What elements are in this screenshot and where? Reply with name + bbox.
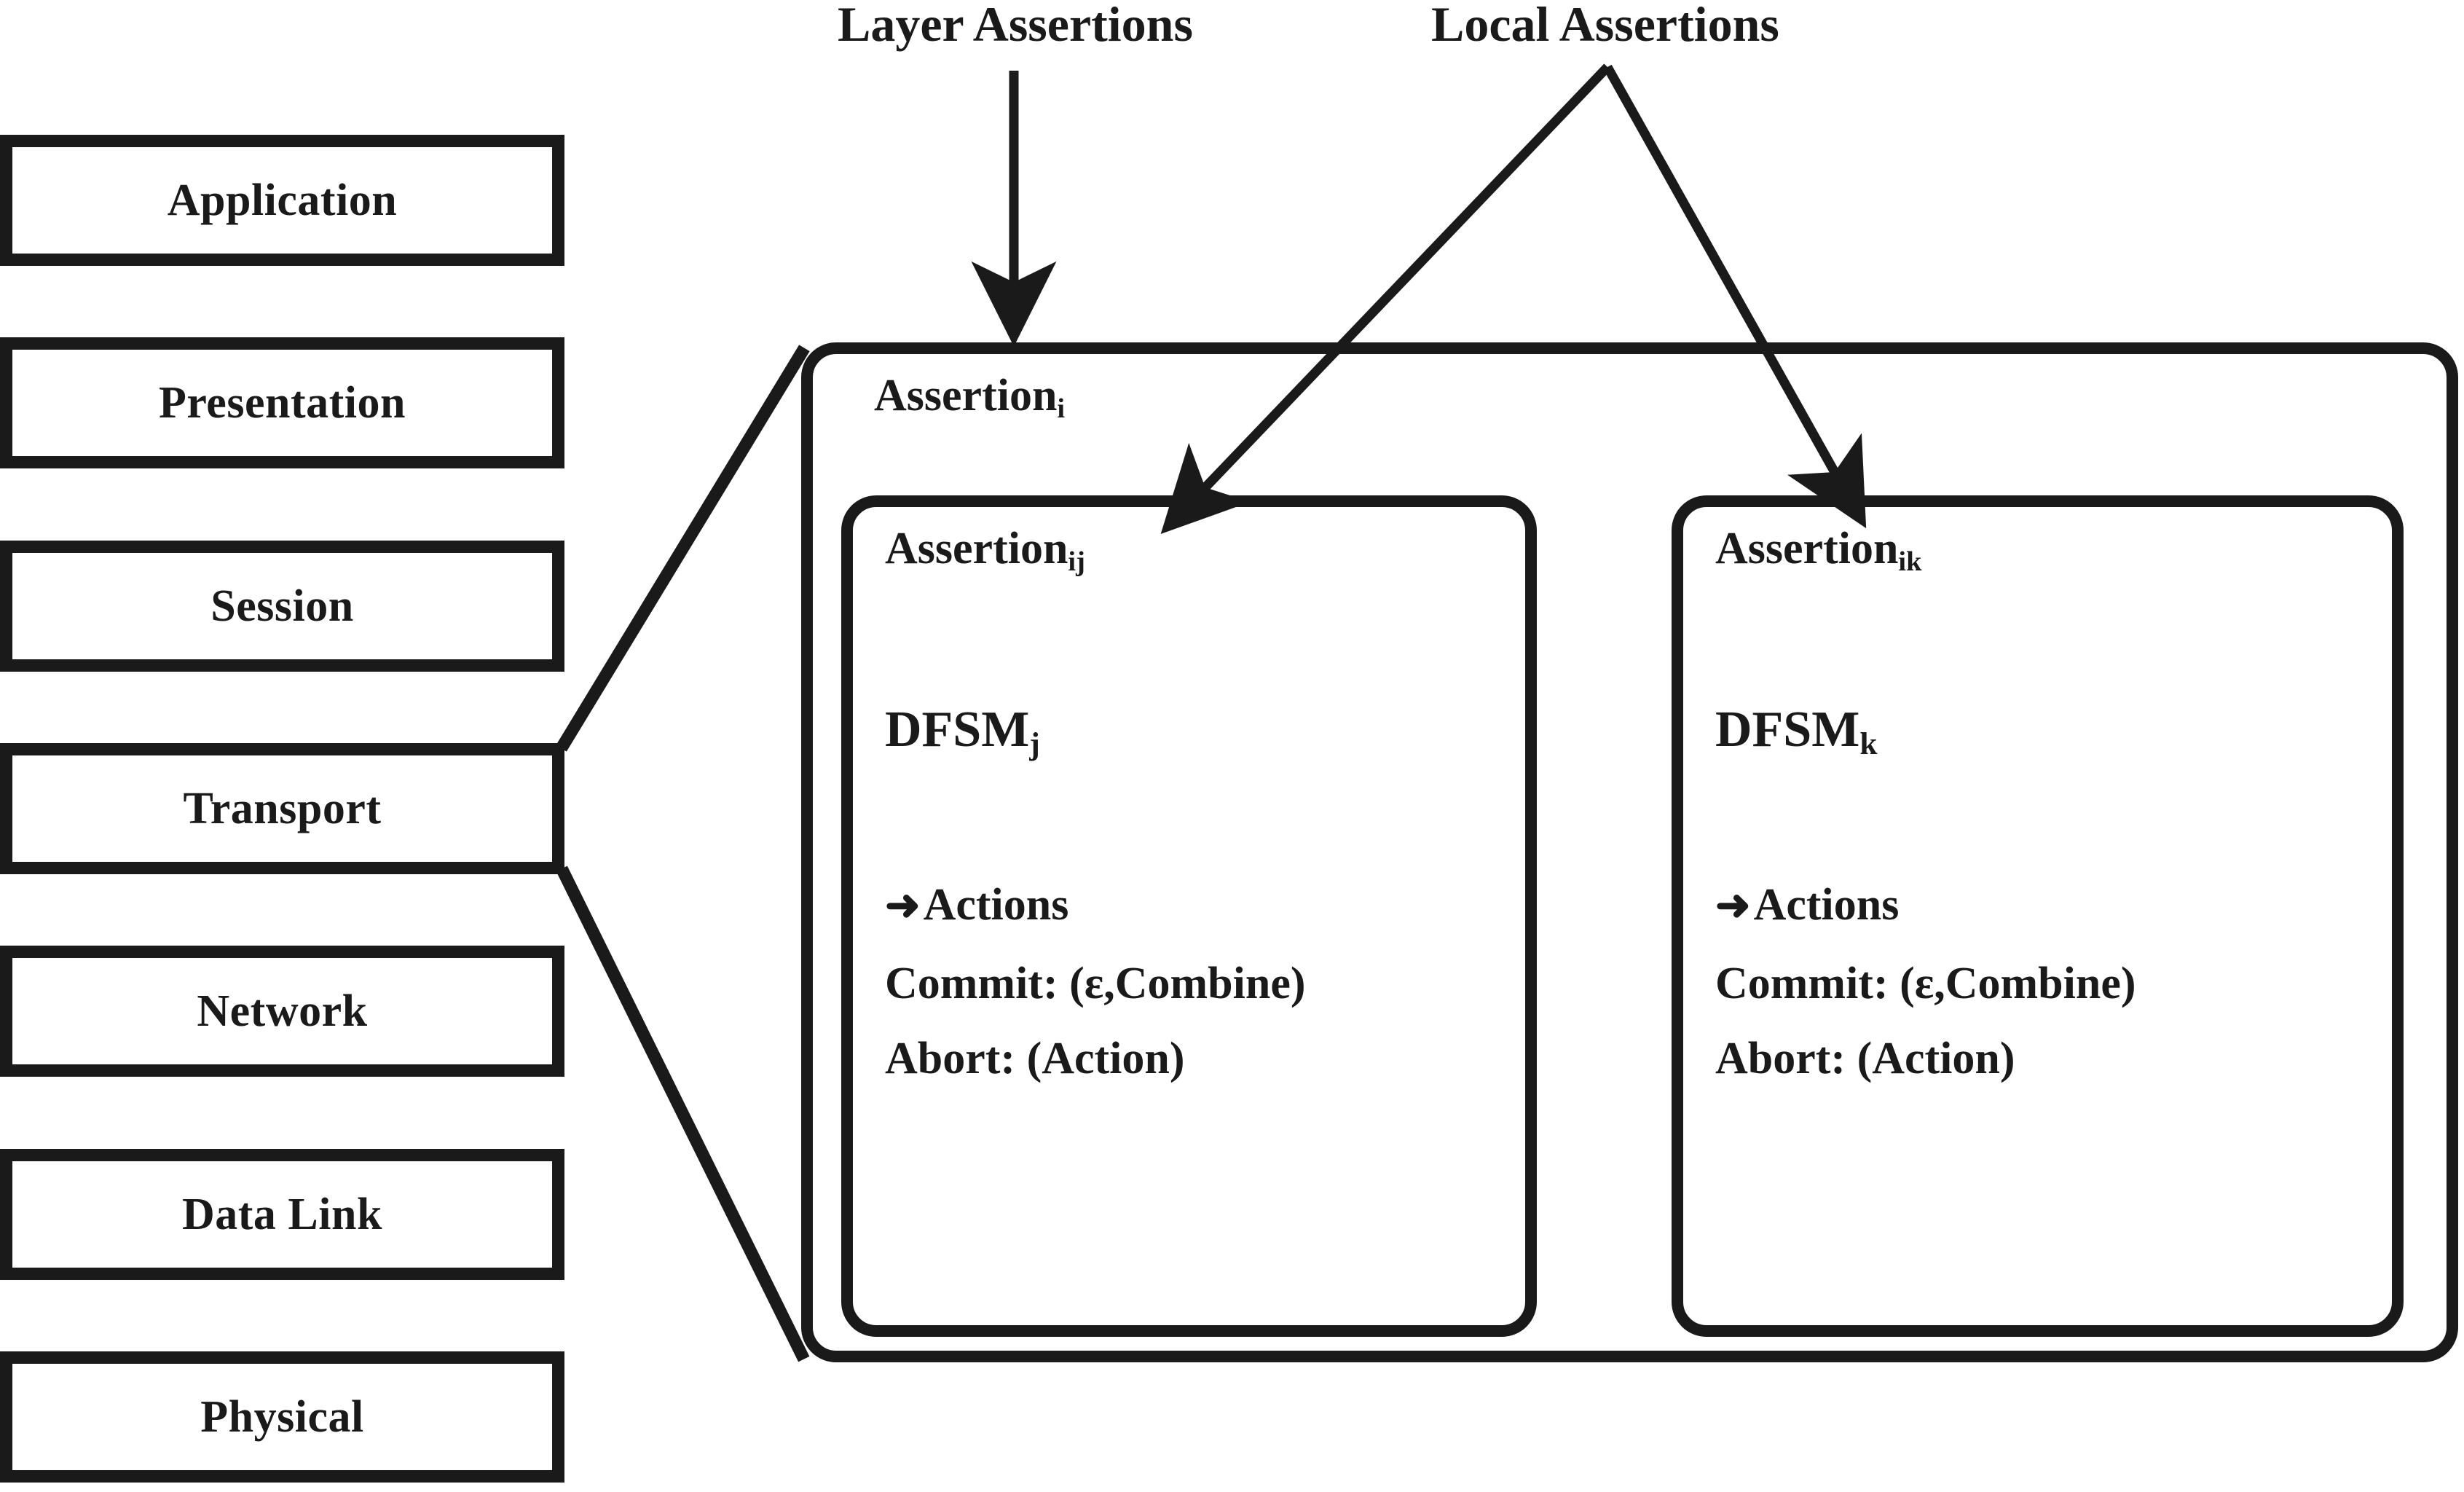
dfsm-j-text: DFSM xyxy=(885,702,1030,758)
osi-layer-session[interactable]: Session xyxy=(0,541,564,672)
assertion-ik-text: Assertion xyxy=(1715,524,1899,573)
right-arrow-icon: ➜ xyxy=(1715,881,1751,929)
right-arrow-icon: ➜ xyxy=(885,881,921,929)
abort-line-j: Abort: (Action) xyxy=(885,1034,1185,1083)
dfsm-k-subscript: k xyxy=(1859,726,1878,762)
assertion-i-label: Assertioni xyxy=(874,370,1066,424)
assertion-ij-label: Assertionij xyxy=(885,523,1085,577)
osi-layer-presentation[interactable]: Presentation xyxy=(0,337,564,468)
commit-line-k: Commit: (ε,Combine) xyxy=(1715,959,2136,1008)
osi-layer-label: Application xyxy=(167,175,398,225)
dfsm-j-label: DFSMj xyxy=(885,701,1040,762)
osi-layer-label: Session xyxy=(210,581,354,631)
assertion-i-text: Assertion xyxy=(874,371,1058,420)
osi-layer-transport[interactable]: Transport xyxy=(0,743,564,874)
assertion-ij-text: Assertion xyxy=(885,524,1068,573)
local-assertions-label: Local Assertions xyxy=(1431,0,1779,52)
osi-layer-network[interactable]: Network xyxy=(0,946,564,1077)
transport-expansion-lines xyxy=(556,345,810,1362)
actions-label-k: Actions xyxy=(1753,880,1900,930)
dfsm-k-text: DFSM xyxy=(1715,702,1860,758)
abort-line-k: Abort: (Action) xyxy=(1715,1034,2015,1083)
assertion-i-subscript: i xyxy=(1057,393,1066,424)
assertion-ij-subscript: ij xyxy=(1068,546,1085,577)
dfsm-j-subscript: j xyxy=(1029,726,1040,762)
assertion-ik-label: Assertionik xyxy=(1715,523,1922,577)
osi-layer-label: Transport xyxy=(183,783,382,833)
osi-layer-label: Data Link xyxy=(182,1189,382,1239)
osi-layer-data-link[interactable]: Data Link xyxy=(0,1149,564,1280)
osi-layer-label: Presentation xyxy=(159,377,406,428)
actions-row-j: ➜ Actions xyxy=(885,879,1068,931)
commit-line-j: Commit: (ε,Combine) xyxy=(885,959,1306,1008)
osi-layer-application[interactable]: Application xyxy=(0,135,564,266)
layer-assertions-label: Layer Assertions xyxy=(838,0,1193,52)
actions-row-k: ➜ Actions xyxy=(1715,879,1899,931)
osi-layer-physical[interactable]: Physical xyxy=(0,1351,564,1483)
actions-label-j: Actions xyxy=(923,880,1069,930)
assertion-ik-subscript: ik xyxy=(1898,546,1922,577)
osi-layer-label: Network xyxy=(197,986,368,1036)
dfsm-k-label: DFSMk xyxy=(1715,701,1878,762)
osi-layer-label: Physical xyxy=(200,1391,364,1442)
